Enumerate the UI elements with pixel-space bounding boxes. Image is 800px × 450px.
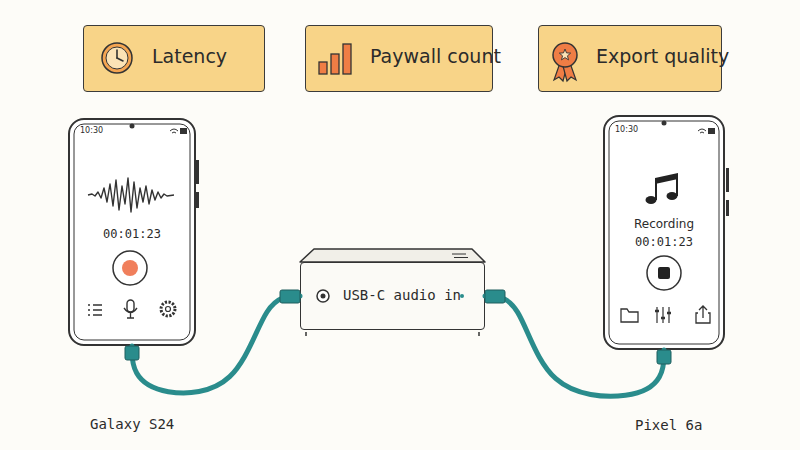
bar-icon <box>343 44 351 74</box>
ribbon-tail <box>563 63 576 81</box>
jack-icon <box>317 290 329 302</box>
share-icon <box>696 306 710 323</box>
audio-interface: USB-C audio in <box>300 262 485 330</box>
gear-icon <box>161 302 175 316</box>
mic-icon <box>124 308 137 318</box>
side-button <box>726 200 729 216</box>
mic-icon <box>127 300 134 312</box>
device-vent <box>452 254 468 258</box>
cable-plug <box>125 346 139 360</box>
phone-screen <box>609 121 719 344</box>
status-time: 10:30 <box>80 126 103 136</box>
status-label: Recording <box>605 217 723 231</box>
music-note <box>656 174 677 200</box>
status-time: 10:30 <box>615 125 638 135</box>
sliders-icon <box>657 307 669 323</box>
battery-icon <box>180 128 187 134</box>
metric-card: Export quality <box>538 25 722 92</box>
metric-card: Paywall count <box>305 25 493 92</box>
usb-cable <box>485 296 664 396</box>
metric-label: Paywall count <box>370 45 501 68</box>
bar-icon <box>319 62 327 74</box>
wifi-icon <box>170 129 178 133</box>
metric-card: Latency <box>83 25 265 92</box>
stop-square <box>658 267 670 279</box>
cable-plug <box>657 350 671 364</box>
sliders-icon <box>655 311 671 318</box>
clock-face <box>106 47 128 69</box>
ribbon-badge <box>553 43 577 67</box>
record-dot <box>122 260 138 276</box>
jack-icon <box>321 294 326 299</box>
cable-plug <box>280 290 300 303</box>
ribbon-tail <box>554 63 567 81</box>
side-button <box>196 192 199 208</box>
phone: 10:3000:01:23Galaxy S24 <box>68 118 196 346</box>
record-button <box>113 251 147 285</box>
phone-screen <box>74 124 190 340</box>
device-label: USB-C audio in <box>343 287 461 304</box>
metric-label: Latency <box>152 45 227 68</box>
waveform <box>88 178 174 212</box>
device-name: Pixel 6a <box>635 417 702 434</box>
music-note <box>667 192 678 200</box>
bar-icon <box>331 54 339 74</box>
usb-cable <box>132 296 300 393</box>
metric-label: Export quality <box>596 45 729 68</box>
status-led <box>460 294 464 298</box>
device-name: Galaxy S24 <box>90 416 174 433</box>
side-button <box>196 160 199 184</box>
music-note <box>646 196 657 204</box>
stop-button <box>647 256 681 290</box>
phone-camera <box>662 121 667 126</box>
clock-hand <box>117 58 123 61</box>
phone-camera <box>130 124 135 129</box>
gear-icon <box>166 307 171 312</box>
device-top <box>300 249 485 262</box>
clock-icon <box>102 43 132 73</box>
side-button <box>726 168 729 192</box>
battery-icon <box>708 128 715 134</box>
clock-hand <box>116 50 118 58</box>
elapsed-time: 00:01:23 <box>605 235 723 249</box>
device-foot <box>306 332 479 336</box>
wifi-icon <box>698 129 706 133</box>
phone: 10:30Recording00:01:23Pixel 6a <box>603 115 725 350</box>
music-note <box>655 173 678 184</box>
list-icon <box>88 305 102 315</box>
folder-icon <box>621 309 638 322</box>
elapsed-time: 00:01:23 <box>70 227 194 241</box>
star-icon <box>559 49 570 60</box>
cable-plug <box>485 290 505 303</box>
